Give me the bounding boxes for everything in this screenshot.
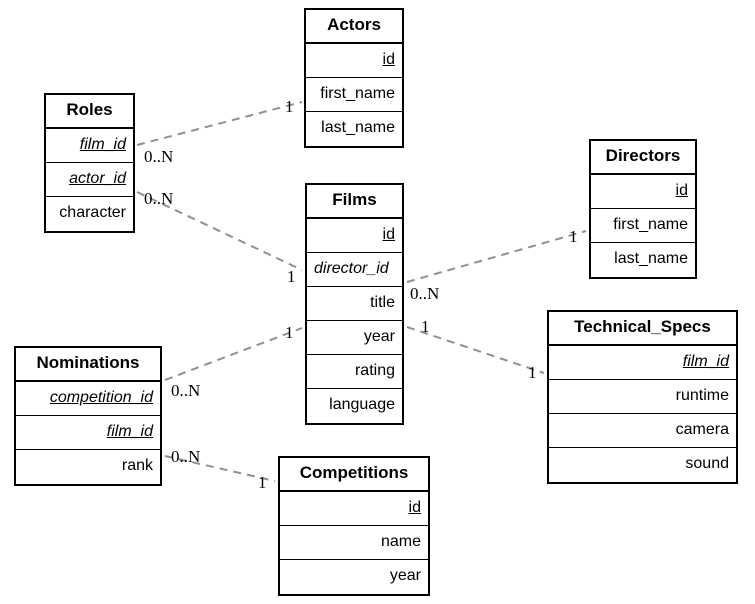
attribute-row[interactable]: year — [307, 321, 402, 355]
cardinality-label-nominations-competitions-from: 0..N — [171, 447, 201, 466]
attribute-row[interactable]: first_name — [591, 209, 695, 243]
attribute-row[interactable]: actor_id — [46, 163, 133, 197]
cardinality-label-roles-films-to: 1 — [287, 267, 296, 286]
cardinality-label-roles-films-from: 0..N — [144, 189, 174, 208]
attribute-row[interactable]: title — [307, 287, 402, 321]
cardinality-label-films-technical_specs-from: 1 — [421, 317, 430, 336]
entity-title-directors: Directors — [591, 141, 695, 175]
cardinality-label-nominations-competitions-to: 1 — [258, 473, 267, 492]
entity-title-competitions: Competitions — [280, 458, 428, 492]
attribute-row[interactable]: last_name — [591, 243, 695, 277]
attribute-row[interactable]: name — [280, 526, 428, 560]
attribute-row[interactable]: sound — [549, 448, 736, 482]
entity-title-nominations: Nominations — [16, 348, 160, 382]
entity-title-actors: Actors — [306, 10, 402, 44]
cardinality-label-films-directors-to: 1 — [569, 227, 578, 246]
entity-title-roles: Roles — [46, 95, 133, 129]
attribute-row[interactable]: id — [280, 492, 428, 526]
attribute-row[interactable]: language — [307, 389, 402, 423]
attribute-row[interactable]: camera — [549, 414, 736, 448]
cardinality-label-roles-actors-from: 0..N — [144, 147, 174, 166]
attribute-row[interactable]: competition_id — [16, 382, 160, 416]
attribute-row[interactable]: id — [591, 175, 695, 209]
entity-title-technical_specs: Technical_Specs — [549, 312, 736, 346]
attribute-row[interactable]: id — [306, 44, 402, 78]
attribute-row[interactable]: rating — [307, 355, 402, 389]
relationship-line-roles-actors — [136, 101, 303, 146]
attribute-row[interactable]: last_name — [306, 112, 402, 146]
relationship-line-films-directors — [406, 230, 587, 283]
attribute-row[interactable]: character — [46, 197, 133, 231]
cardinality-label-nominations-films-from: 0..N — [171, 381, 201, 400]
attribute-row[interactable]: film_id — [46, 129, 133, 163]
attribute-row[interactable]: director_id — [307, 253, 402, 287]
cardinality-label-films-technical_specs-to: 1 — [528, 363, 537, 382]
attribute-row[interactable]: rank — [16, 450, 160, 484]
cardinality-label-roles-actors-to: 1 — [285, 97, 294, 116]
cardinality-label-nominations-films-to: 1 — [285, 323, 294, 342]
attribute-row[interactable]: year — [280, 560, 428, 594]
relationship-line-nominations-films — [164, 327, 303, 381]
attribute-row[interactable]: runtime — [549, 380, 736, 414]
attribute-row[interactable]: film_id — [16, 416, 160, 450]
attribute-row[interactable]: film_id — [549, 346, 736, 380]
entity-title-films: Films — [307, 185, 402, 219]
attribute-row[interactable]: first_name — [306, 78, 402, 112]
attribute-row[interactable]: id — [307, 219, 402, 253]
cardinality-label-films-directors-from: 0..N — [410, 284, 440, 303]
